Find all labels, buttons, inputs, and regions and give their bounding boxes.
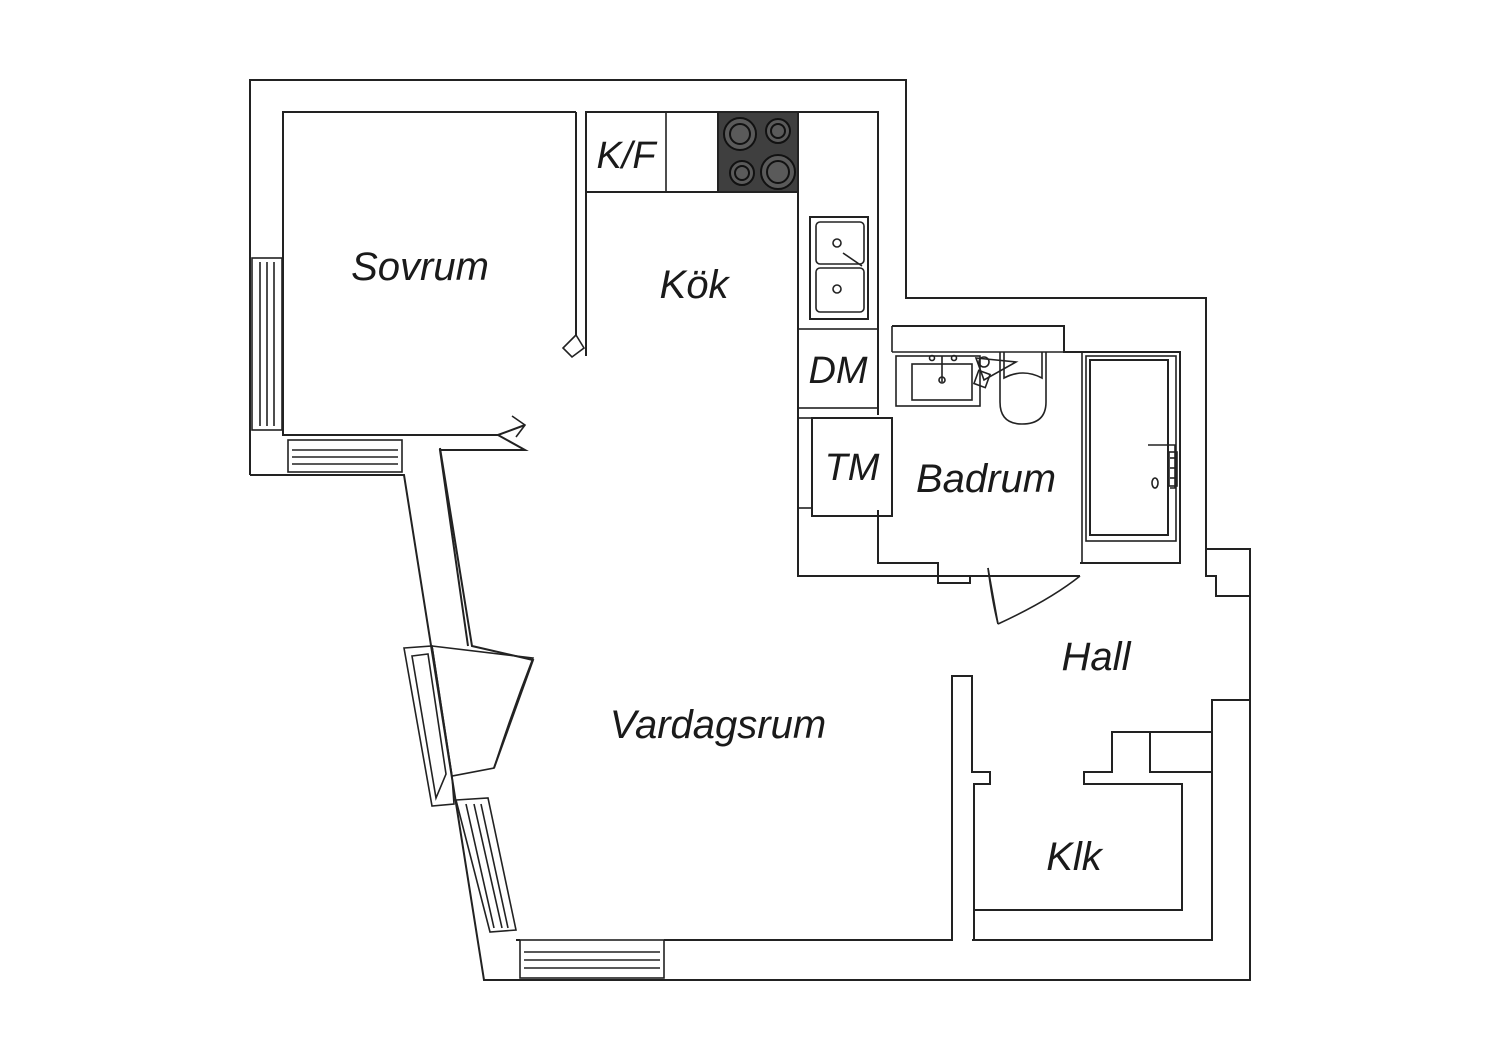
room-label-kok: Kök <box>660 263 731 307</box>
room-label-badrum: Badrum <box>916 457 1056 501</box>
bedroom-window-left <box>251 257 283 431</box>
bathroom-door-icon <box>987 567 1081 625</box>
toilet-icon <box>999 352 1047 425</box>
kitchen-sink-icon <box>809 216 869 320</box>
bedroom-wall <box>282 111 576 436</box>
fixture-label-dishwasher: DM <box>808 350 867 392</box>
bathtub-icon <box>1085 355 1178 542</box>
fixture-label-fridge-freezer: K/F <box>596 135 657 177</box>
room-label-hall: Hall <box>1062 635 1132 679</box>
room-label-vardagsrum: Vardagsrum <box>610 703 826 747</box>
living-window-left <box>454 797 517 933</box>
living-room <box>403 434 665 979</box>
bedroom <box>251 111 586 473</box>
room-label-klk: Klk <box>1046 835 1104 879</box>
balcony-door-icon <box>403 645 535 807</box>
bedroom-window-bottom <box>287 439 403 473</box>
fixture-label-dryer: TM <box>825 447 880 489</box>
washbasin-icon <box>895 354 981 407</box>
living-window-bottom <box>519 939 665 979</box>
hall <box>664 549 1250 941</box>
stove-icon <box>717 111 799 193</box>
bedroom-door-stub <box>561 334 586 359</box>
bathroom <box>877 325 1181 625</box>
room-label-sovrum: Sovrum <box>351 245 489 289</box>
kitchen <box>585 111 1080 577</box>
